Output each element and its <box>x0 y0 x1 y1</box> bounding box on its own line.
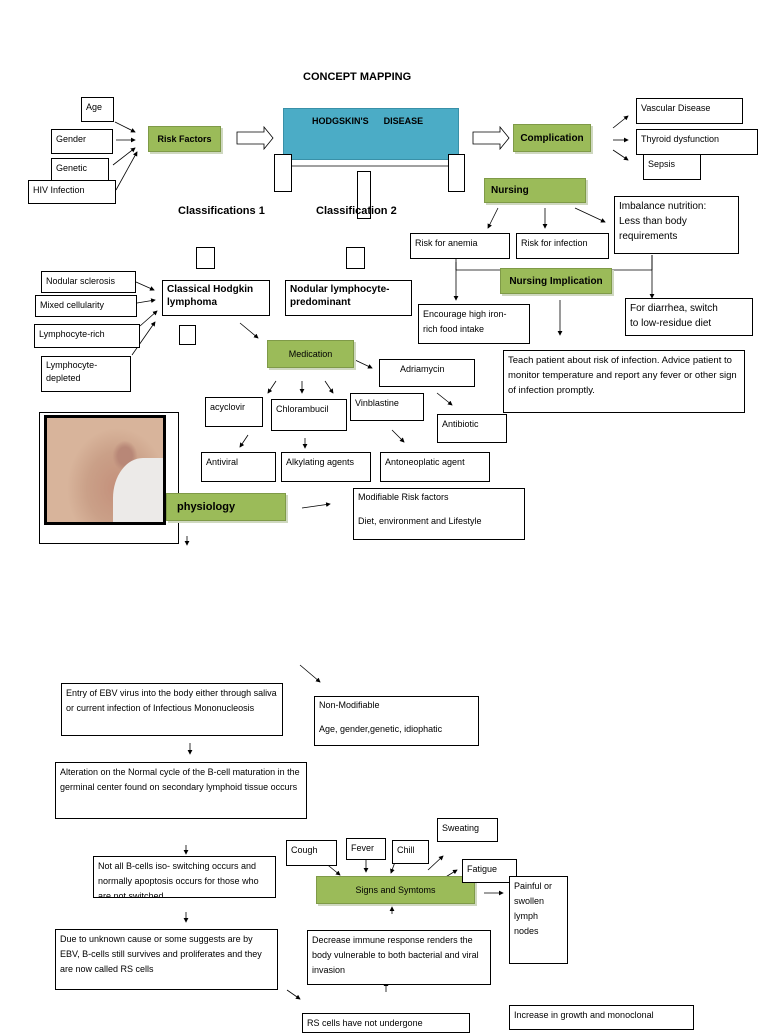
signs-node: Signs and Symtoms <box>316 876 475 904</box>
modifiable-risk: Modifiable Risk factors Diet, environmen… <box>353 488 525 540</box>
patho-step-2: Alteration on the Normal cycle of the B-… <box>55 762 307 819</box>
sign-fever: Fever <box>346 838 386 860</box>
patho-step-5: RS cells have not undergone <box>302 1013 470 1033</box>
complication-sepsis: Sepsis <box>643 154 701 180</box>
nursing-diarrhea: For diarrhea, switch to low-residue diet <box>625 298 753 336</box>
class-antineoplastic: Antoneoplatic agent <box>380 452 490 482</box>
risk-gender: Gender <box>51 129 113 154</box>
nursing-imbalance: Imbalance nutrition: Less than body requ… <box>614 196 739 254</box>
patho-step-3: Not all B-cells iso- switching occurs an… <box>93 856 276 898</box>
growth-increase: Increase in growth and monoclonal <box>509 1005 694 1030</box>
nursing-risk-infection: Risk for infection <box>516 233 609 259</box>
connector-box <box>179 325 196 345</box>
pathophysiology-node: physiology <box>166 493 286 521</box>
drug-adriamycin: Adriamycin <box>379 359 475 387</box>
nursing-iron: Encourage high iron- rich food intake <box>418 304 530 344</box>
nursing-node: Nursing <box>484 178 586 203</box>
nursing-implication-node: Nursing Implication <box>500 268 612 294</box>
connector-box <box>346 247 365 269</box>
drug-vinblastine: Vinblastine <box>350 393 424 421</box>
connector-box <box>274 154 292 192</box>
sign-chill: Chill <box>392 840 429 864</box>
sign-sweating: Sweating <box>437 818 498 842</box>
nursing-risk-anemia: Risk for anemia <box>410 233 510 259</box>
class-alkylating: Alkylating agents <box>281 452 371 482</box>
page-title: CONCEPT MAPPING <box>303 71 412 83</box>
medication-node: Medication <box>267 340 354 368</box>
class-antibiotic: Antibiotic <box>437 414 507 443</box>
classical-hodgkin: Classical Hodgkin lymphoma <box>162 280 270 316</box>
complication-vascular: Vascular Disease <box>636 98 743 124</box>
nursing-teach: Teach patient about risk of infection. A… <box>503 350 745 413</box>
drug-chlorambucil: Chlorambucil <box>271 399 347 431</box>
lymph-node-photo <box>44 415 166 525</box>
patho-step-1: Entry of EBV virus into the body either … <box>61 683 283 736</box>
subtype-nodular-sclerosis: Nodular sclerosis <box>41 271 136 293</box>
nodular-lymphocyte: Nodular lymphocyte- predominant <box>285 280 412 316</box>
complication-node: Complication <box>513 124 591 152</box>
hodgkins-disease-box: HODGSKIN'S DISEASE <box>283 108 459 160</box>
classification-2-label: Classification 2 <box>316 205 397 217</box>
risk-age: Age <box>81 97 114 122</box>
connector-box <box>196 247 215 269</box>
complication-thyroid: Thyroid dysfunction <box>636 129 758 155</box>
risk-genetic: Genetic <box>51 158 109 182</box>
subtype-mixed-cellularity: Mixed cellularity <box>35 295 137 317</box>
subtype-lymphocyte-depleted: Lymphocyte- depleted <box>41 356 131 392</box>
class-antiviral: Antiviral <box>201 452 276 482</box>
sign-painful-nodes: Painful or swollen lymph nodes <box>509 876 568 964</box>
connector-box <box>448 154 465 192</box>
risk-factors-node: Risk Factors <box>148 126 221 152</box>
subtype-lymphocyte-rich: Lymphocyte-rich <box>34 324 140 348</box>
risk-hiv: HIV Infection <box>28 180 116 204</box>
non-modifiable-risk: Non-Modifiable Age, gender,genetic, idio… <box>314 696 479 746</box>
classification-1-label: Classifications 1 <box>178 205 265 217</box>
center-label: HODGSKIN'S DISEASE <box>312 116 424 126</box>
connector-box <box>357 171 371 219</box>
immune-decrease: Decrease immune response renders the bod… <box>307 930 491 985</box>
patho-step-4: Due to unknown cause or some suggests ar… <box>55 929 278 990</box>
sign-cough: Cough <box>286 840 337 866</box>
sign-fatigue: Fatigue <box>462 859 517 883</box>
drug-acyclovir: acyclovir <box>205 397 263 427</box>
